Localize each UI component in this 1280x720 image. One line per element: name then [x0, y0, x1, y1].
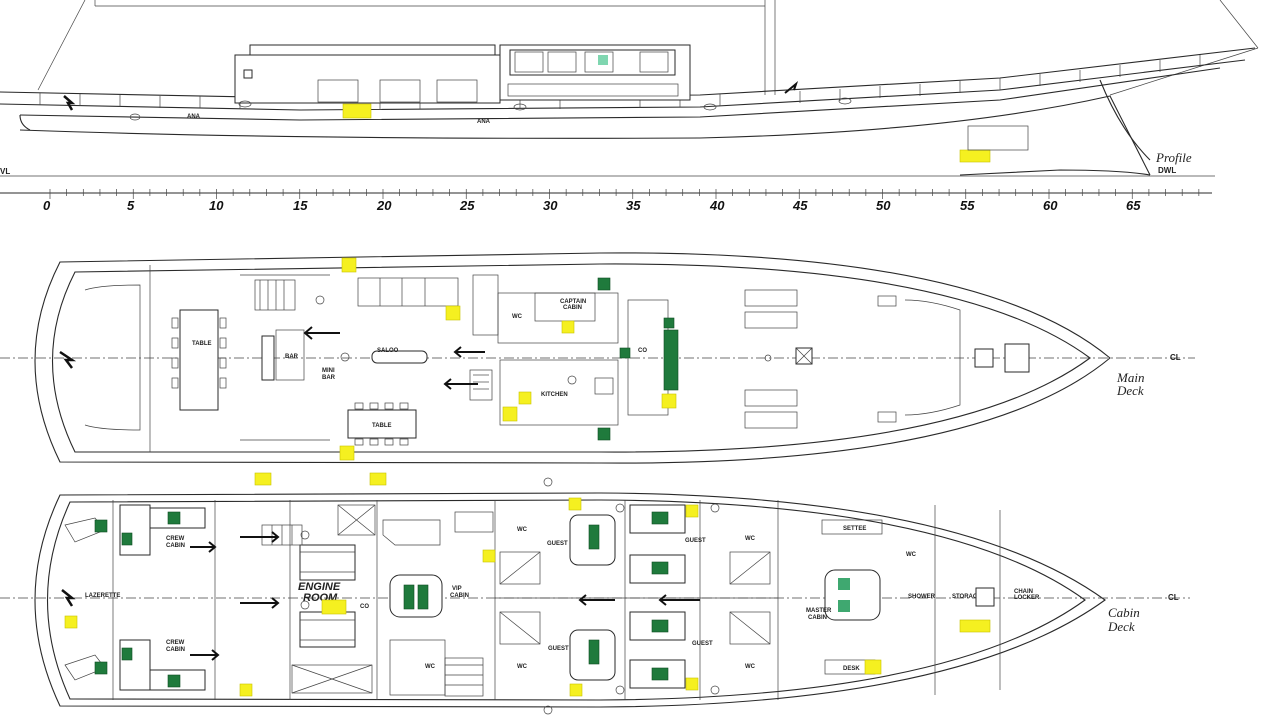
kitchen-label: KITCHEN [541, 392, 568, 398]
desk-label: DESK [843, 666, 860, 672]
master-wc-label: WC [906, 552, 917, 558]
crew-cabin-bot-2: CABIN [166, 647, 185, 653]
cabin-deck-plan: CL CREW CABIN CREW CABIN LAZERETTE [0, 472, 1190, 715]
main-deck-title-2: Deck [1116, 383, 1144, 398]
co2-label: CO [360, 604, 369, 610]
guest-wc-label-3: WC [517, 664, 528, 670]
scale-tick: 25 [459, 198, 475, 213]
guest-wc-label-1: WC [517, 527, 528, 533]
lazarette-label: LAZERETTE [85, 593, 120, 599]
mini-bar-label-1: MINI [322, 368, 335, 374]
guest-label-tr: GUEST [685, 538, 706, 544]
frame-scale: 0 5 10 15 20 25 30 35 40 45 50 55 60 65 [0, 189, 1212, 213]
scale-tick: 45 [792, 198, 808, 213]
profile-dwl-right: DWL [1158, 166, 1176, 175]
vip-wc-label: WC [425, 664, 436, 670]
scale-tick: 15 [293, 198, 308, 213]
saloon-table-label: TABLE [372, 423, 392, 429]
cabin-deck-title-2: Deck [1107, 619, 1135, 634]
profile-view: ANA ANA VL DWL Profile [0, 0, 1259, 177]
guest-label-br: GUEST [692, 641, 713, 647]
main-deck-cl: CL [1170, 353, 1181, 362]
engine-room-label-1: ENGINE [298, 581, 341, 593]
scale-tick: 30 [543, 198, 558, 213]
guest-wc-label-4: WC [745, 664, 756, 670]
main-wc-label: WC [512, 314, 523, 320]
chain-locker-label-2: LOCKER [1014, 595, 1040, 601]
cabin-deck-title-1: Cabin [1108, 605, 1140, 620]
bar-label: BAR [285, 354, 299, 360]
saloon-label: SALOO [377, 348, 399, 354]
scale-tick: 10 [209, 198, 224, 213]
mini-bar-label-2: BAR [322, 375, 336, 381]
scale-tick: 35 [626, 198, 641, 213]
master-cabin-label-1: MASTER [806, 608, 832, 614]
crew-cabin-bot-1: CREW [166, 640, 185, 646]
cockpit-label: CO [638, 348, 647, 354]
scale-tick: 0 [43, 198, 51, 213]
main-deck-title-1: Main [1116, 370, 1144, 385]
scale-tick: 65 [1126, 198, 1141, 213]
main-deck-plan: CL TABLE BAR MINI BAR SALO [0, 252, 1195, 464]
scale-tick: 60 [1043, 198, 1058, 213]
scale-tick: 5 [127, 198, 135, 213]
crew-cabin-top-2: CABIN [166, 543, 185, 549]
cabin-deck-cl: CL [1168, 593, 1179, 602]
guest-wc-label-2: WC [745, 536, 756, 542]
captain-cabin-label-1: CAPTAIN [560, 299, 586, 305]
aft-table-label: TABLE [192, 341, 212, 347]
scale-tick: 20 [376, 198, 392, 213]
shower-label: SHOWER [908, 594, 936, 600]
scale-tick: 50 [876, 198, 891, 213]
captain-cabin-label-2: CABIN [563, 305, 582, 311]
guest-label-tl: GUEST [547, 541, 568, 547]
profile-ana-label-2: ANA [477, 119, 491, 125]
settee-label: SETTEE [843, 526, 866, 532]
profile-ana-label-1: ANA [187, 114, 201, 120]
scale-tick: 40 [709, 198, 725, 213]
master-cabin-label-2: CABIN [808, 615, 827, 621]
profile-dwl-left: VL [0, 167, 10, 176]
vip-cabin-label-1: VIP [452, 586, 462, 592]
storage-label: STORAGE [952, 594, 982, 600]
guest-label-bl: GUEST [548, 646, 569, 652]
crew-cabin-top-1: CREW [166, 536, 185, 542]
profile-title: Profile [1155, 150, 1192, 165]
chain-locker-label-1: CHAIN [1014, 589, 1033, 595]
vip-cabin-label-2: CABIN [450, 593, 469, 599]
scale-tick: 55 [960, 198, 975, 213]
